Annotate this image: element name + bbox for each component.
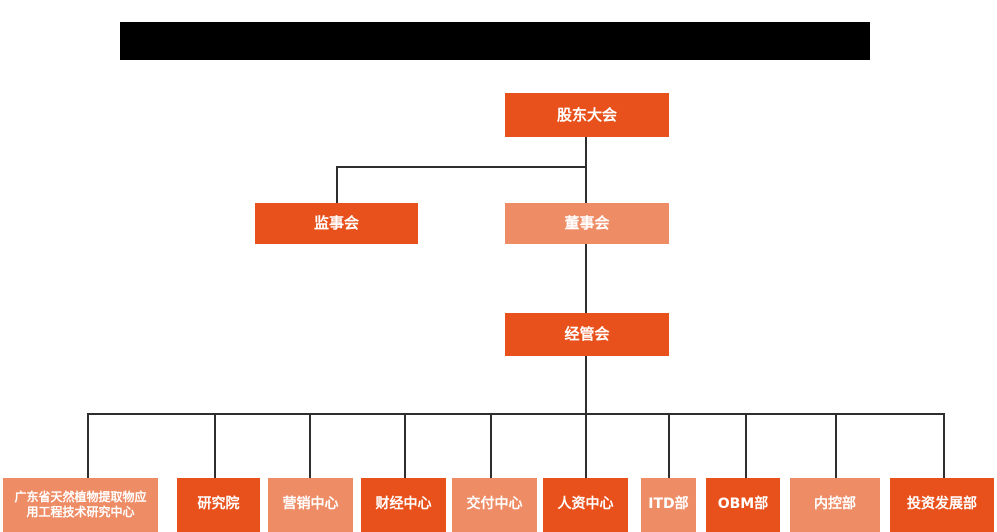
connector-drop-marketing-center — [309, 413, 311, 478]
connector-drop-investment-development-dept — [943, 413, 945, 478]
org-node-hr-center[interactable]: 人资中心 — [543, 478, 628, 532]
connector-supervisors-drop — [336, 166, 338, 203]
connector-drop-hr-center — [585, 413, 587, 478]
connector-shareholders-down — [585, 137, 587, 167]
connector-departments-bus — [87, 413, 945, 415]
org-node-delivery-center[interactable]: 交付中心 — [452, 478, 537, 532]
org-node-research-institute[interactable]: 研究院 — [177, 478, 260, 532]
org-node-management[interactable]: 经管会 — [505, 313, 669, 356]
org-node-directors[interactable]: 董事会 — [505, 203, 669, 244]
connector-management-down — [585, 356, 587, 414]
org-node-supervisors[interactable]: 监事会 — [255, 203, 418, 244]
connector-drop-rnd-center — [87, 413, 89, 478]
connector-drop-delivery-center — [490, 413, 492, 478]
org-node-rnd-center[interactable]: 广东省天然植物提取物应 用工程技术研究中心 — [3, 478, 158, 532]
org-node-obm-dept[interactable]: OBM部 — [706, 478, 780, 532]
redacted-title-bar — [120, 22, 870, 60]
org-node-itd-dept[interactable]: ITD部 — [641, 478, 696, 532]
org-node-rnd-center-line1: 广东省天然植物提取物应 — [14, 490, 147, 504]
connector-directors-drop — [585, 166, 587, 203]
org-node-finance-center[interactable]: 财经中心 — [361, 478, 446, 532]
org-node-marketing-center[interactable]: 营销中心 — [268, 478, 353, 532]
connector-drop-itd-dept — [668, 413, 670, 478]
org-node-internal-control-dept[interactable]: 内控部 — [790, 478, 880, 532]
org-node-investment-development-dept[interactable]: 投资发展部 — [890, 478, 994, 532]
org-node-rnd-center-line2: 用工程技术研究中心 — [26, 505, 135, 519]
connector-drop-research-institute — [214, 413, 216, 478]
connector-drop-finance-center — [404, 413, 406, 478]
connector-drop-obm-dept — [745, 413, 747, 478]
connector-drop-internal-control-dept — [835, 413, 837, 478]
org-node-shareholders[interactable]: 股东大会 — [505, 93, 669, 137]
connector-level2-bus — [336, 166, 587, 168]
connector-directors-to-management — [585, 244, 587, 313]
